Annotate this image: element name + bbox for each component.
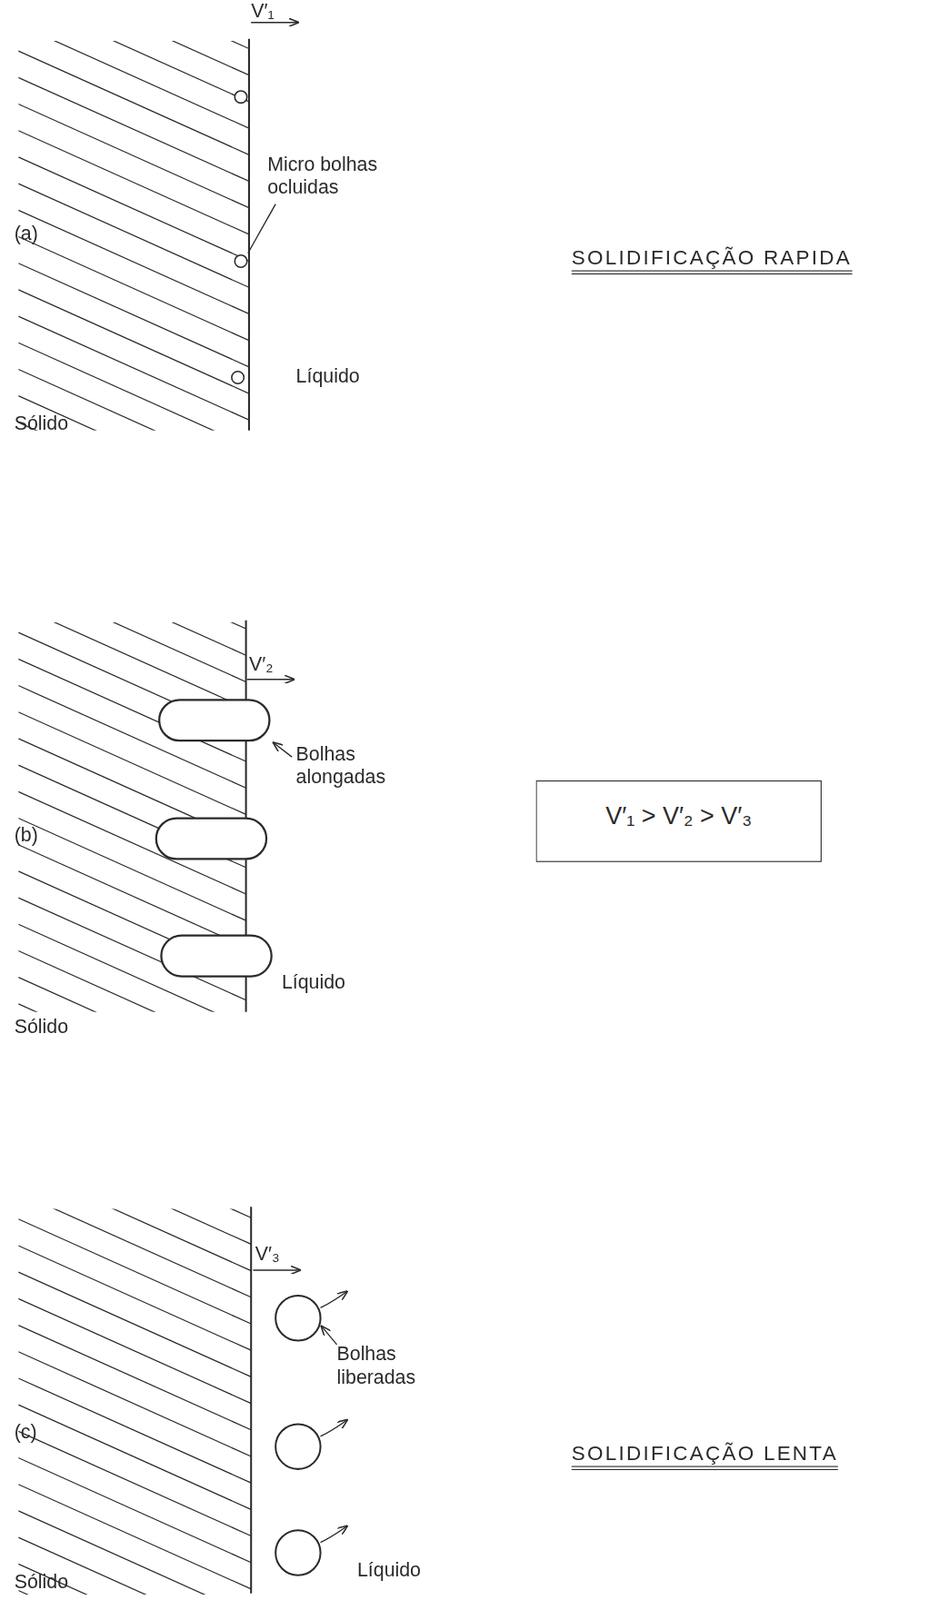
hatch-line bbox=[18, 1219, 251, 1325]
velocity-arrow bbox=[252, 1269, 300, 1271]
hatch-line bbox=[18, 50, 250, 155]
hatch-line bbox=[18, 316, 250, 420]
phase-label: Sólido bbox=[14, 1016, 69, 1040]
released-bubble bbox=[275, 1296, 320, 1341]
velocity-label: V′₂ bbox=[249, 653, 274, 678]
solid-liquid-interface bbox=[249, 1207, 252, 1595]
released-bubble bbox=[275, 1530, 320, 1576]
regime-title: SOLIDIFICAÇÃO LENTA bbox=[571, 1440, 839, 1471]
leader-arrow bbox=[321, 1327, 338, 1346]
hatch-line bbox=[18, 1458, 251, 1564]
hatch-line bbox=[18, 77, 250, 181]
velocity-arrow bbox=[247, 679, 295, 680]
micro-bubble bbox=[234, 255, 247, 268]
hatch-line bbox=[18, 289, 250, 394]
motion-arrow bbox=[320, 1420, 348, 1438]
hatch-line bbox=[18, 1209, 251, 1219]
hatch-line bbox=[18, 1246, 251, 1351]
hatch-line bbox=[18, 1378, 251, 1484]
callout-text: Micro bolhas ocluidas bbox=[267, 152, 388, 200]
hatch-line bbox=[18, 263, 250, 368]
panel-label: (b) bbox=[14, 824, 39, 849]
velocity-arrow bbox=[250, 21, 299, 23]
hatch-line bbox=[18, 1405, 251, 1510]
hatch-line bbox=[18, 1326, 251, 1431]
hatch-line bbox=[18, 40, 250, 50]
hatch-line bbox=[18, 157, 250, 261]
micro-bubble bbox=[231, 371, 244, 384]
hatch-line bbox=[18, 845, 246, 949]
velocity-label: V′₃ bbox=[255, 1243, 280, 1268]
hatch-line bbox=[18, 1431, 251, 1537]
hatch-line bbox=[18, 130, 250, 235]
regime-title: SOLIDIFICAÇÃO RAPIDA bbox=[571, 244, 852, 275]
hatch-line bbox=[18, 1298, 251, 1404]
hatch-line bbox=[18, 622, 246, 656]
motion-arrow bbox=[320, 1292, 348, 1309]
hatch-line bbox=[18, 978, 246, 1013]
hatch-line bbox=[18, 40, 250, 129]
hatch-line bbox=[18, 1209, 251, 1246]
velocity-label: V′₁ bbox=[250, 0, 274, 24]
solid-liquid-interface bbox=[248, 39, 250, 431]
solid-hatching bbox=[18, 40, 250, 431]
released-bubble bbox=[275, 1424, 320, 1469]
elongated-bubble bbox=[159, 699, 270, 741]
hatch-line bbox=[18, 1352, 251, 1458]
callout-text: Bolhas alongadas bbox=[296, 742, 404, 790]
motion-arrow bbox=[320, 1527, 348, 1544]
leader-line bbox=[248, 204, 276, 254]
relation-box: V′₁ > V′₂ > V′₃ bbox=[535, 780, 821, 863]
hatch-line bbox=[18, 1004, 246, 1013]
phase-label: Líquido bbox=[296, 365, 360, 390]
hatch-line bbox=[18, 622, 246, 630]
hatch-line bbox=[18, 104, 250, 209]
phase-label: Líquido bbox=[357, 1559, 421, 1584]
phase-label: Sólido bbox=[14, 412, 69, 437]
callout-text: Bolhas liberadas bbox=[337, 1343, 445, 1390]
panel-label: (c) bbox=[14, 1421, 38, 1446]
hatch-line bbox=[18, 622, 246, 710]
relation-text: V′₁ > V′₂ > V′₃ bbox=[605, 802, 752, 830]
elongated-bubble bbox=[156, 819, 267, 860]
leader-arrow bbox=[273, 742, 292, 758]
hatch-line bbox=[18, 183, 250, 288]
phase-label: Sólido bbox=[14, 1571, 69, 1596]
hatch-line bbox=[18, 1272, 251, 1378]
elongated-bubble bbox=[160, 936, 271, 978]
panel-label: (a) bbox=[14, 222, 39, 247]
micro-bubble bbox=[234, 90, 247, 103]
hatch-line bbox=[18, 40, 250, 76]
hatch-line bbox=[18, 209, 250, 314]
hatch-line bbox=[18, 622, 246, 683]
solid-hatching bbox=[18, 1209, 251, 1596]
hatch-line bbox=[18, 236, 250, 340]
phase-label: Líquido bbox=[281, 971, 346, 996]
hatch-line bbox=[18, 1209, 251, 1299]
